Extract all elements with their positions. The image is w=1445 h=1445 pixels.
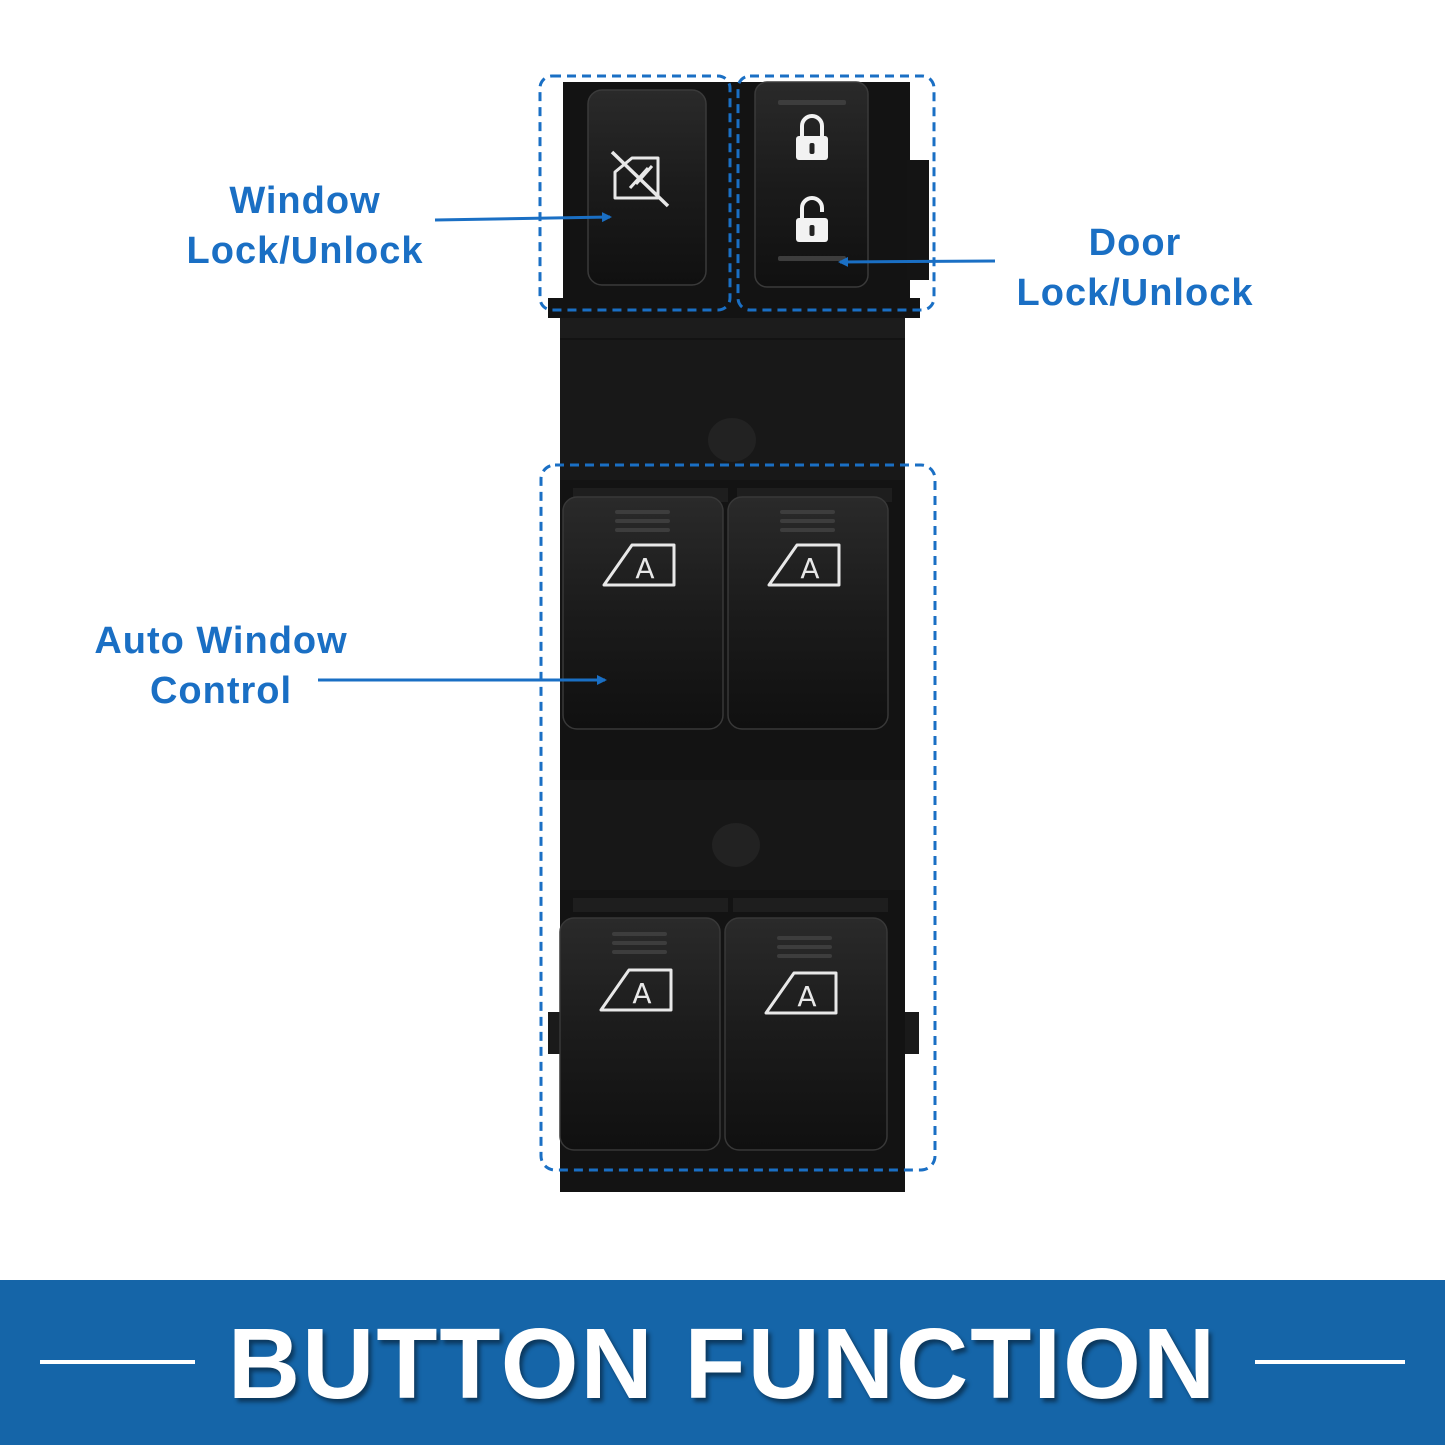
- door-lock-callout: Door Lock/Unlock: [985, 218, 1285, 318]
- auto-window-button-rear-left[interactable]: [559, 917, 721, 1151]
- door-lock-callout-line2: Lock/Unlock: [1016, 272, 1254, 314]
- auto-window-button-front-right[interactable]: [727, 496, 889, 730]
- window-lock-callout: Window Lock/Unlock: [150, 176, 460, 276]
- window-lock-highlight: [538, 74, 732, 312]
- auto-window-highlight: [539, 463, 937, 1172]
- window-lock-callout-line2: Lock/Unlock: [186, 230, 424, 272]
- banner-title: BUTTON FUNCTION: [227, 1308, 1218, 1420]
- auto-window-callout-line1: Auto Window: [94, 620, 348, 662]
- window-lock-callout-line1: Window: [229, 180, 381, 222]
- window-switch-panel: A A A A: [318, 74, 996, 1192]
- auto-window-button-rear-right[interactable]: [724, 917, 888, 1151]
- window-lock-icon: [610, 150, 670, 208]
- banner-divider-right: [1255, 1360, 1405, 1364]
- button-function-banner: BUTTON FUNCTION: [0, 1280, 1445, 1445]
- auto-letter: A: [635, 552, 654, 585]
- auto-letter: A: [800, 552, 819, 585]
- arrow-icon: [434, 212, 612, 223]
- auto-letter: A: [797, 980, 816, 1013]
- padlock-locked-icon: [796, 114, 828, 160]
- auto-window-button-front-left[interactable]: [562, 496, 724, 730]
- padlock-unlocked-icon: [796, 196, 828, 242]
- auto-window-callout: Auto Window Control: [66, 616, 376, 716]
- auto-letter: A: [632, 977, 651, 1010]
- product-illustration: A A A A Window Lock/Unlock Door Lock/Unl…: [66, 74, 1285, 1192]
- auto-window-callout-line2: Control: [149, 670, 293, 712]
- arrow-icon: [838, 256, 996, 267]
- door-lock-callout-line1: Door: [1088, 222, 1182, 264]
- door-lock-button[interactable]: [754, 81, 869, 288]
- banner-divider-left: [40, 1360, 195, 1364]
